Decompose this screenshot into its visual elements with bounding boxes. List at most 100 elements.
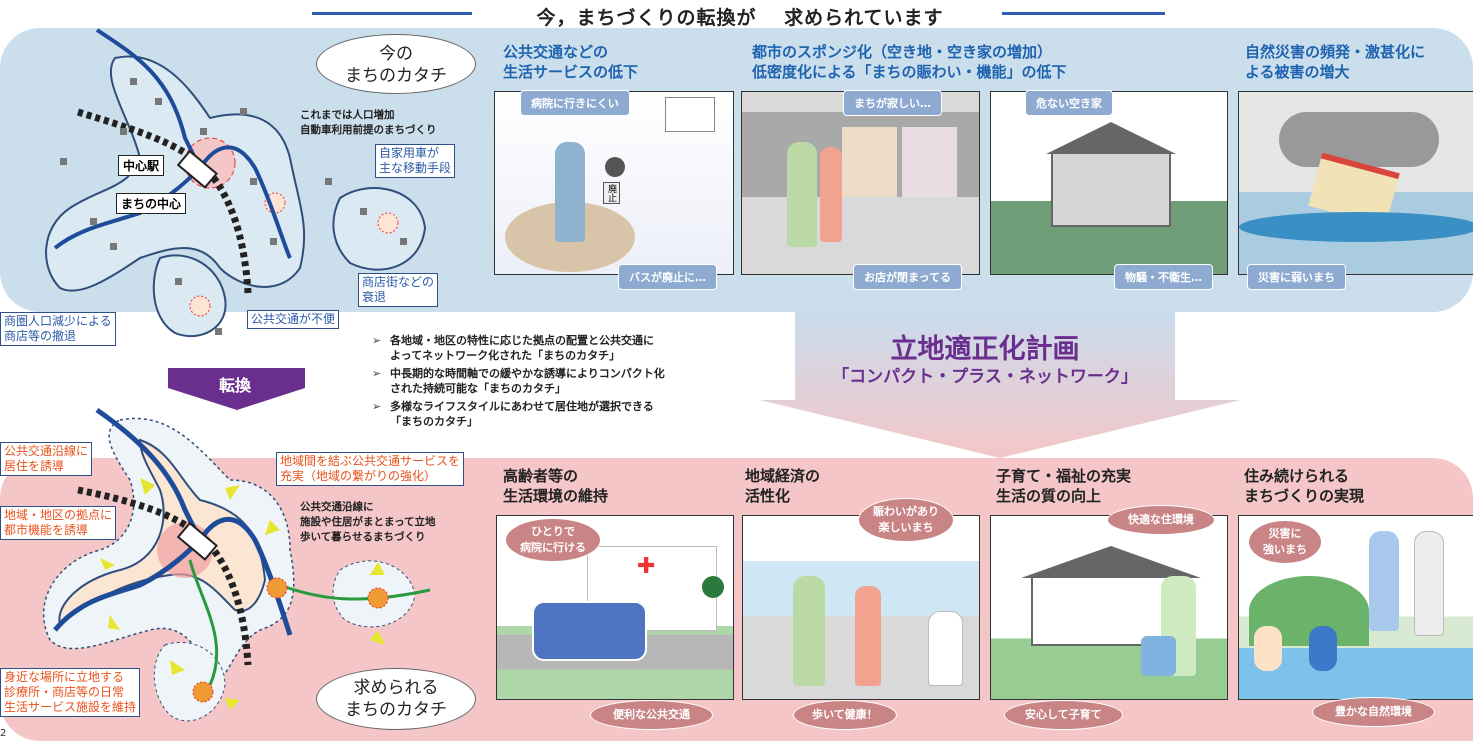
satellite-area <box>332 187 427 271</box>
station-icon <box>176 521 218 561</box>
hub-icon <box>266 577 288 599</box>
switch-arrow-shape <box>168 368 305 410</box>
problem-card-vacant-house <box>990 91 1228 275</box>
benefit-card-transit: ✚ <box>496 515 734 700</box>
problem-bubble-top-2: まちが寂しい… <box>843 90 942 116</box>
benefit-bubble-top-2: 賑わいがあり 楽しいまち <box>858 498 954 542</box>
label-daily-services: 身近な場所に立地する 診療所・商店等の日常 生活サービス施設を維持 <box>0 668 141 717</box>
title-line-left <box>312 12 472 15</box>
benefit-title-1: 高齢者等の 生活環境の維持 <box>503 467 609 505</box>
problem-bubble-top-1: 病院に行きにくい <box>520 90 630 116</box>
house-icons <box>60 78 407 335</box>
label-car-dependence: 自家用車が 主な移動手段 <box>375 144 456 178</box>
problem-title-2: 都市のスポンジ化（空き地・空き家の増加） 低密度化による「まちの賑わい・機能」の… <box>752 43 1067 81</box>
bus-illustration <box>532 601 647 661</box>
label-transit-enhancement: 地域間を結ぶ公共交通サービスを 充実（地域の繋がりの強化） <box>276 452 465 486</box>
benefit-card-economy <box>742 515 980 700</box>
future-shape-bubble: 求められる まちのカタチ <box>316 668 476 730</box>
hub-icon <box>367 587 389 609</box>
town-area <box>45 55 306 292</box>
abolished-sign: 廃止 <box>603 182 620 204</box>
problem-bubble-top-3: 危ない空き家 <box>1025 90 1113 116</box>
benefit-title-2: 地域経済の 活性化 <box>745 467 821 505</box>
benefit-bubble-top-3: 快適な住環境 <box>1107 505 1215 535</box>
central-station-label: 中心駅 <box>118 155 165 176</box>
couple-illustration <box>820 147 842 242</box>
problem-bubble-bottom-2: お店が閉まってる <box>853 264 963 290</box>
gradient-arrow-shape <box>760 312 1240 458</box>
child-illustration <box>928 611 963 686</box>
bullet-item: ➢中長期的な時間軸での緩やかな誘導によりコンパクト化 された持続可能な「まちのカ… <box>372 367 665 395</box>
parent-illustration <box>1414 531 1444 636</box>
label-shopping-decline: 商店街などの 衰退 <box>358 273 439 307</box>
main-title: 今，まちづくりの転換が 求められています <box>536 7 944 29</box>
problem-bubble-bottom-4: 災害に弱いまち <box>1247 264 1346 290</box>
bus-stop-sign-icon <box>605 157 625 177</box>
problem-card-disaster <box>1238 91 1473 275</box>
bus-stop-icon <box>702 576 724 598</box>
current-shape-bubble: 今の まちのカタチ <box>316 34 476 94</box>
arrowhead-icon: ➢ <box>372 400 382 413</box>
storm-cloud-illustration <box>1279 112 1439 167</box>
child-illustration <box>1254 626 1282 671</box>
stroller-illustration <box>1141 636 1176 676</box>
shop-building <box>902 127 957 197</box>
label-poor-transit: 公共交通が不便 <box>247 310 340 329</box>
red-cross-icon: ✚ <box>637 554 656 579</box>
benefit-bubble-bottom-1: 便利な公共交通 <box>590 700 713 730</box>
problem-card-sponge <box>741 91 980 275</box>
induction-arrow-icons <box>100 478 385 710</box>
plan-title: 立地適正化計画 <box>890 334 1080 365</box>
child-illustration <box>1309 626 1337 671</box>
benefit-bubble-bottom-4: 豊かな自然環境 <box>1312 697 1435 727</box>
current-note: これまでは人口増加 自動車利用前提のまちづくり <box>300 109 437 136</box>
parent-illustration <box>1369 531 1399 631</box>
label-store-withdrawal: 商圏人口減少による 商店等の撤退 <box>0 312 116 346</box>
title-line-right <box>1002 12 1165 15</box>
shop-area-icon <box>377 212 399 234</box>
station-icon <box>176 149 218 189</box>
transition-label: 転換 <box>218 376 251 395</box>
benefit-card-childcare <box>990 515 1228 700</box>
benefit-bubble-bottom-2: 歩いて健康！ <box>793 700 897 730</box>
problem-title-1: 公共交通などの 生活サービスの低下 <box>503 43 639 81</box>
benefit-title-3: 子育て・福祉の充実 生活の質の向上 <box>996 467 1132 505</box>
current-town-map <box>45 28 427 338</box>
walking-person-illustration <box>793 576 825 686</box>
future-note: 公共交通沿線に 施設や住居がまとまって立地 歩いて暮らせるまちづくり <box>300 501 436 543</box>
bus-route <box>95 407 203 542</box>
hub-icon <box>192 681 214 703</box>
plan-subtitle: 「コンパクト・プラス・ネットワーク」 <box>832 367 1138 387</box>
town-center-label: まちの中心 <box>116 193 187 214</box>
shop-building <box>842 127 897 197</box>
policy-bullets: ➢各地域・地区の特性に応じた拠点の配置と公共交通に よってネットワーク化された「… <box>372 333 732 432</box>
walking-person-illustration <box>855 586 881 686</box>
satellite-area <box>152 254 227 338</box>
roof-shape <box>1046 122 1176 154</box>
bullet-item: ➢各地域・地区の特性に応じた拠点の配置と公共交通に よってネットワーク化された「… <box>372 334 654 362</box>
benefit-bubble-top-4: 災害に 強いまち <box>1248 520 1322 564</box>
label-urban-function-induction: 地域・地区の拠点に 都市機能を誘導 <box>0 506 117 540</box>
label-residence-induction: 公共交通沿線に 居住を誘導 <box>0 442 93 476</box>
flood-wave-illustration <box>1239 212 1473 242</box>
problem-title-4: 自然災害の頻発・激甚化に よる被害の増大 <box>1245 43 1426 81</box>
benefit-bubble-top-1: ひとりで 病院に行ける <box>505 518 601 562</box>
arrowhead-icon: ➢ <box>372 367 382 380</box>
benefit-title-4: 住み続けられる まちづくりの実現 <box>1244 467 1365 505</box>
problem-bubble-bottom-3: 物騒・不衛生… <box>1114 264 1213 290</box>
roof-shape <box>1021 546 1201 578</box>
vacant-house-illustration <box>1051 152 1171 227</box>
elderly-person-illustration <box>555 142 585 242</box>
problem-card-transit: 廃止 <box>494 91 734 275</box>
hospital-icon <box>665 97 715 132</box>
transit-network-line <box>188 559 431 686</box>
page-number: 2 <box>0 728 7 739</box>
shop-area-icon <box>189 295 211 317</box>
benefit-bubble-bottom-3: 安心して子育て <box>1004 700 1123 730</box>
bus-route <box>95 28 202 169</box>
future-town-map <box>43 407 431 722</box>
residential-induction-zone <box>58 438 267 627</box>
arrowhead-icon: ➢ <box>372 334 382 347</box>
couple-illustration <box>787 142 817 247</box>
